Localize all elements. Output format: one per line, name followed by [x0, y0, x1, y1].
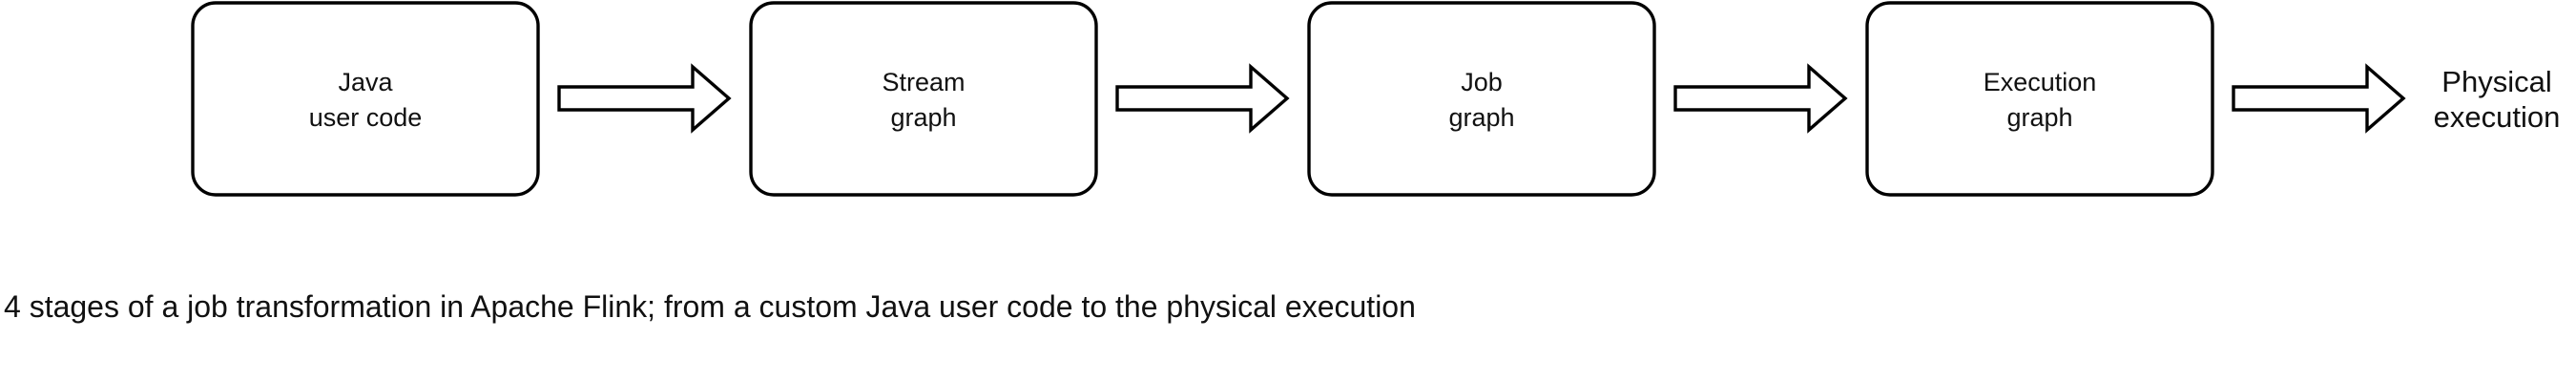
arrow-icon: [1115, 63, 1290, 134]
stage-label-job-line2: graph: [1448, 103, 1514, 132]
final-stage-label-line2: execution: [2434, 100, 2561, 134]
stage-label-execution-line1: Execution: [1984, 68, 2097, 96]
stage-label-job-line1: Job: [1461, 68, 1503, 96]
stage-box-execution-graph: [1865, 1, 2214, 197]
stage-label-execution-line2: graph: [2006, 103, 2072, 132]
arrow-icon: [1673, 63, 1848, 134]
arrow-icon: [557, 63, 732, 134]
stage-box-java-user-code: [191, 1, 540, 197]
stage-box-stream-graph: [749, 1, 1098, 197]
final-stage-label-line1: Physical: [2441, 65, 2551, 98]
stage-label-java-line2: user code: [309, 103, 423, 132]
figure-caption: 4 stages of a job transformation in Apac…: [4, 289, 1416, 324]
stage-label-java-line1: Java: [338, 68, 393, 96]
stage-label-stream-line2: graph: [890, 103, 956, 132]
arrow-icon: [2232, 63, 2406, 134]
stage-box-job-graph: [1307, 1, 1656, 197]
stage-label-stream-line1: Stream: [882, 68, 965, 96]
